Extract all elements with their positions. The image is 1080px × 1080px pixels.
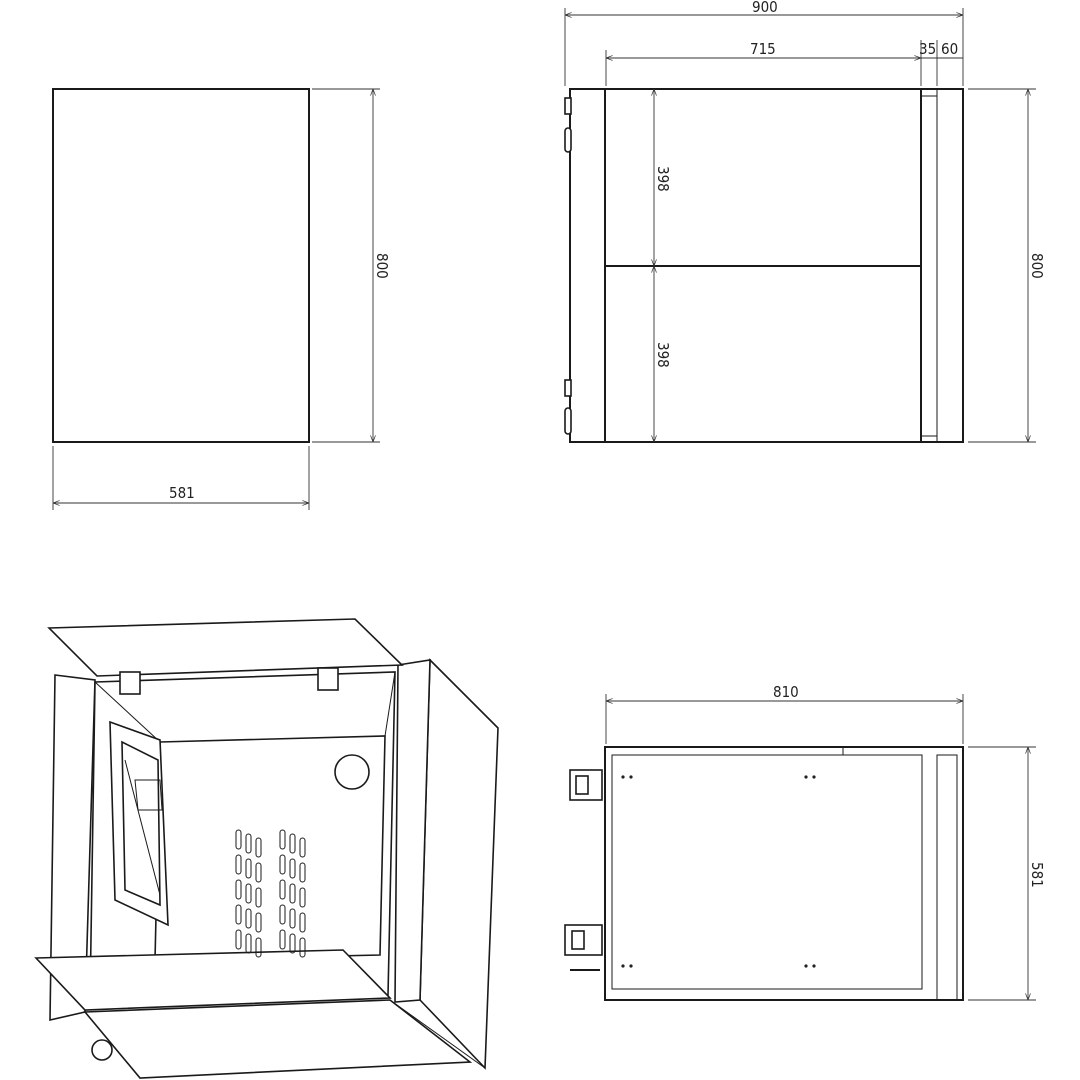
- top-width-label: 810: [773, 683, 799, 701]
- bottom-door: [34, 949, 392, 1011]
- vent-slot: [289, 833, 296, 854]
- vent-slot: [255, 837, 262, 858]
- upper-drawer-label: 398: [654, 166, 672, 192]
- caster-icon: [564, 127, 572, 153]
- vent-slot: [289, 933, 296, 954]
- vent-slot: [299, 912, 306, 933]
- fan-icon: [109, 720, 169, 927]
- side-view: 900 715 35 60 398 398 800: [564, 0, 1046, 443]
- vent-slot: [235, 854, 242, 875]
- vent-slot: [255, 937, 262, 958]
- front-height-label: 800: [373, 253, 391, 279]
- lower-drawer-label: 398: [654, 342, 672, 368]
- front-width-label: 581: [169, 484, 195, 502]
- strip-60-label: 60: [941, 40, 958, 58]
- hinge-icon: [119, 667, 339, 695]
- vent-slot: [279, 929, 286, 950]
- vent-slot: [289, 908, 296, 929]
- vent-slot: [245, 883, 252, 904]
- caster-icon: [564, 407, 572, 435]
- top-door: [47, 618, 404, 677]
- vent-slot: [289, 858, 296, 879]
- caster-icon: [91, 1039, 113, 1061]
- front-panel: [52, 88, 310, 443]
- body-width-label: 715: [750, 40, 776, 58]
- vent-slot: [235, 879, 242, 900]
- cable-hole: [334, 754, 370, 790]
- vent-slot: [279, 829, 286, 850]
- vent-slot: [279, 854, 286, 875]
- top-view: 810 581: [564, 683, 1046, 1001]
- caster-plate: [564, 97, 572, 115]
- vent-slot: [245, 908, 252, 929]
- vent-slot: [245, 858, 252, 879]
- caster-icon: [569, 769, 603, 801]
- vent-slot: [289, 883, 296, 904]
- caster-icon: [564, 924, 603, 971]
- vent-slot: [255, 887, 262, 908]
- vent-slot: [299, 937, 306, 958]
- strip-35-label: 35: [919, 40, 936, 58]
- side-height-label: 800: [1028, 253, 1046, 279]
- vent-slot: [299, 862, 306, 883]
- vent-slot: [279, 879, 286, 900]
- total-width-label: 900: [752, 0, 778, 16]
- vent-slot: [245, 933, 252, 954]
- vent-slot: [255, 862, 262, 883]
- vent-slot: [299, 837, 306, 858]
- vent-slot: [235, 929, 242, 950]
- top-depth-label: 581: [1028, 862, 1046, 888]
- vent-slot: [255, 912, 262, 933]
- vent-slot: [235, 829, 242, 850]
- vent-slot: [245, 833, 252, 854]
- front-view: 800 581: [52, 88, 391, 510]
- vent-slot: [235, 904, 242, 925]
- isometric-view: [34, 618, 499, 1079]
- vent-slot: [279, 904, 286, 925]
- vent-slots: [235, 829, 306, 958]
- vent-slot: [299, 887, 306, 908]
